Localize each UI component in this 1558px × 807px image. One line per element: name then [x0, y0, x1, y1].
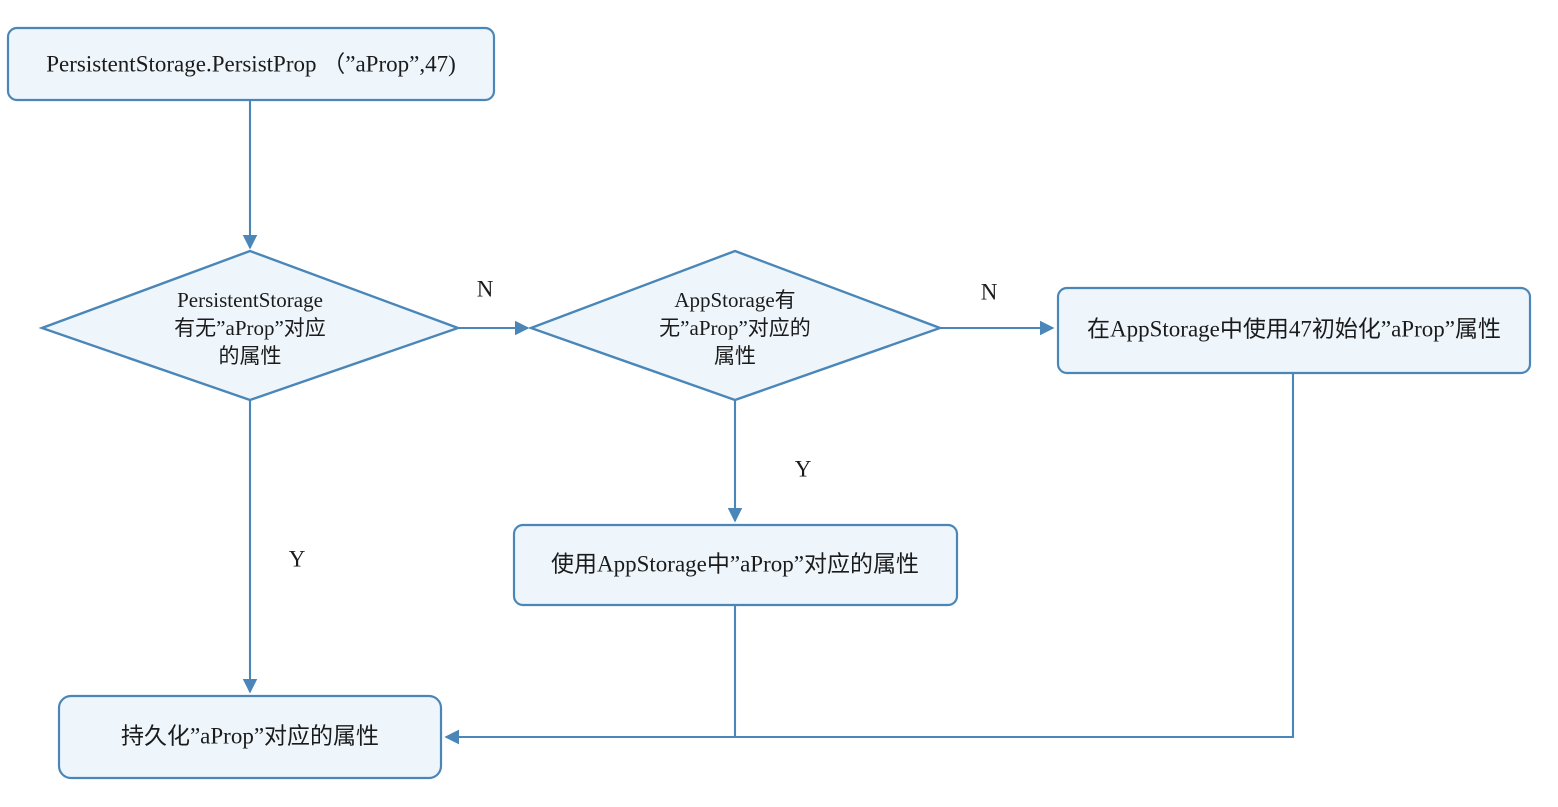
node-decision-persistent-line3: 的属性	[219, 344, 282, 368]
node-start-label: PersistentStorage.PersistProp （”aProp”,4…	[46, 51, 455, 76]
node-decision-appstorage-shape[interactable]	[527, 249, 944, 402]
edge-decision2-no: N	[940, 279, 1055, 336]
edge-decision1-yes: Y	[242, 400, 306, 694]
node-init-appstorage[interactable]: 在AppStorage中使用47初始化”aProp”属性	[1056, 286, 1532, 375]
node-start[interactable]: PersistentStorage.PersistProp （”aProp”,4…	[6, 26, 496, 102]
edge-label-decision2-no: N	[981, 279, 998, 304]
edge-decision2-yes: Y	[727, 400, 812, 523]
node-start-shape[interactable]	[6, 26, 496, 102]
node-use-appstorage-label: 使用AppStorage中”aProp”对应的属性	[551, 551, 919, 576]
node-init-appstorage-label: 在AppStorage中使用47初始化”aProp”属性	[1087, 316, 1501, 341]
edge-line-use-persist	[444, 605, 737, 745]
node-decision-persistent[interactable]: PersistentStorage 有无”aProp”对应 的属性	[38, 249, 462, 402]
edge-use-to-persist	[444, 605, 737, 745]
edge-init-to-persist	[444, 373, 1295, 745]
node-persist-prop-label: 持久化”aProp”对应的属性	[121, 723, 379, 748]
node-decision-persistent-shape[interactable]	[38, 249, 462, 402]
edge-label-decision2-yes: Y	[795, 456, 812, 481]
node-decision-persistent-line1: PersistentStorage	[177, 288, 323, 312]
node-decision-appstorage[interactable]: AppStorage有 无”aProp”对应的 属性	[527, 249, 944, 402]
edge-line-init-persist	[444, 373, 1295, 745]
node-use-appstorage-shape[interactable]	[512, 523, 959, 607]
node-init-appstorage-shape[interactable]	[1056, 286, 1532, 375]
node-persist-prop[interactable]: 持久化”aProp”对应的属性	[57, 694, 443, 780]
node-use-appstorage[interactable]: 使用AppStorage中”aProp”对应的属性	[512, 523, 959, 607]
node-persist-prop-shape[interactable]	[57, 694, 443, 780]
edge-decision1-no: N	[458, 276, 530, 336]
node-decision-persistent-line2: 有无”aProp”对应	[174, 316, 326, 340]
edge-label-decision1-no: N	[477, 276, 494, 301]
node-decision-appstorage-line3: 属性	[714, 344, 756, 368]
node-decision-appstorage-line2: 无”aProp”对应的	[659, 316, 811, 340]
node-decision-appstorage-line1: AppStorage有	[674, 288, 795, 312]
edge-label-decision1-yes: Y	[289, 546, 306, 571]
